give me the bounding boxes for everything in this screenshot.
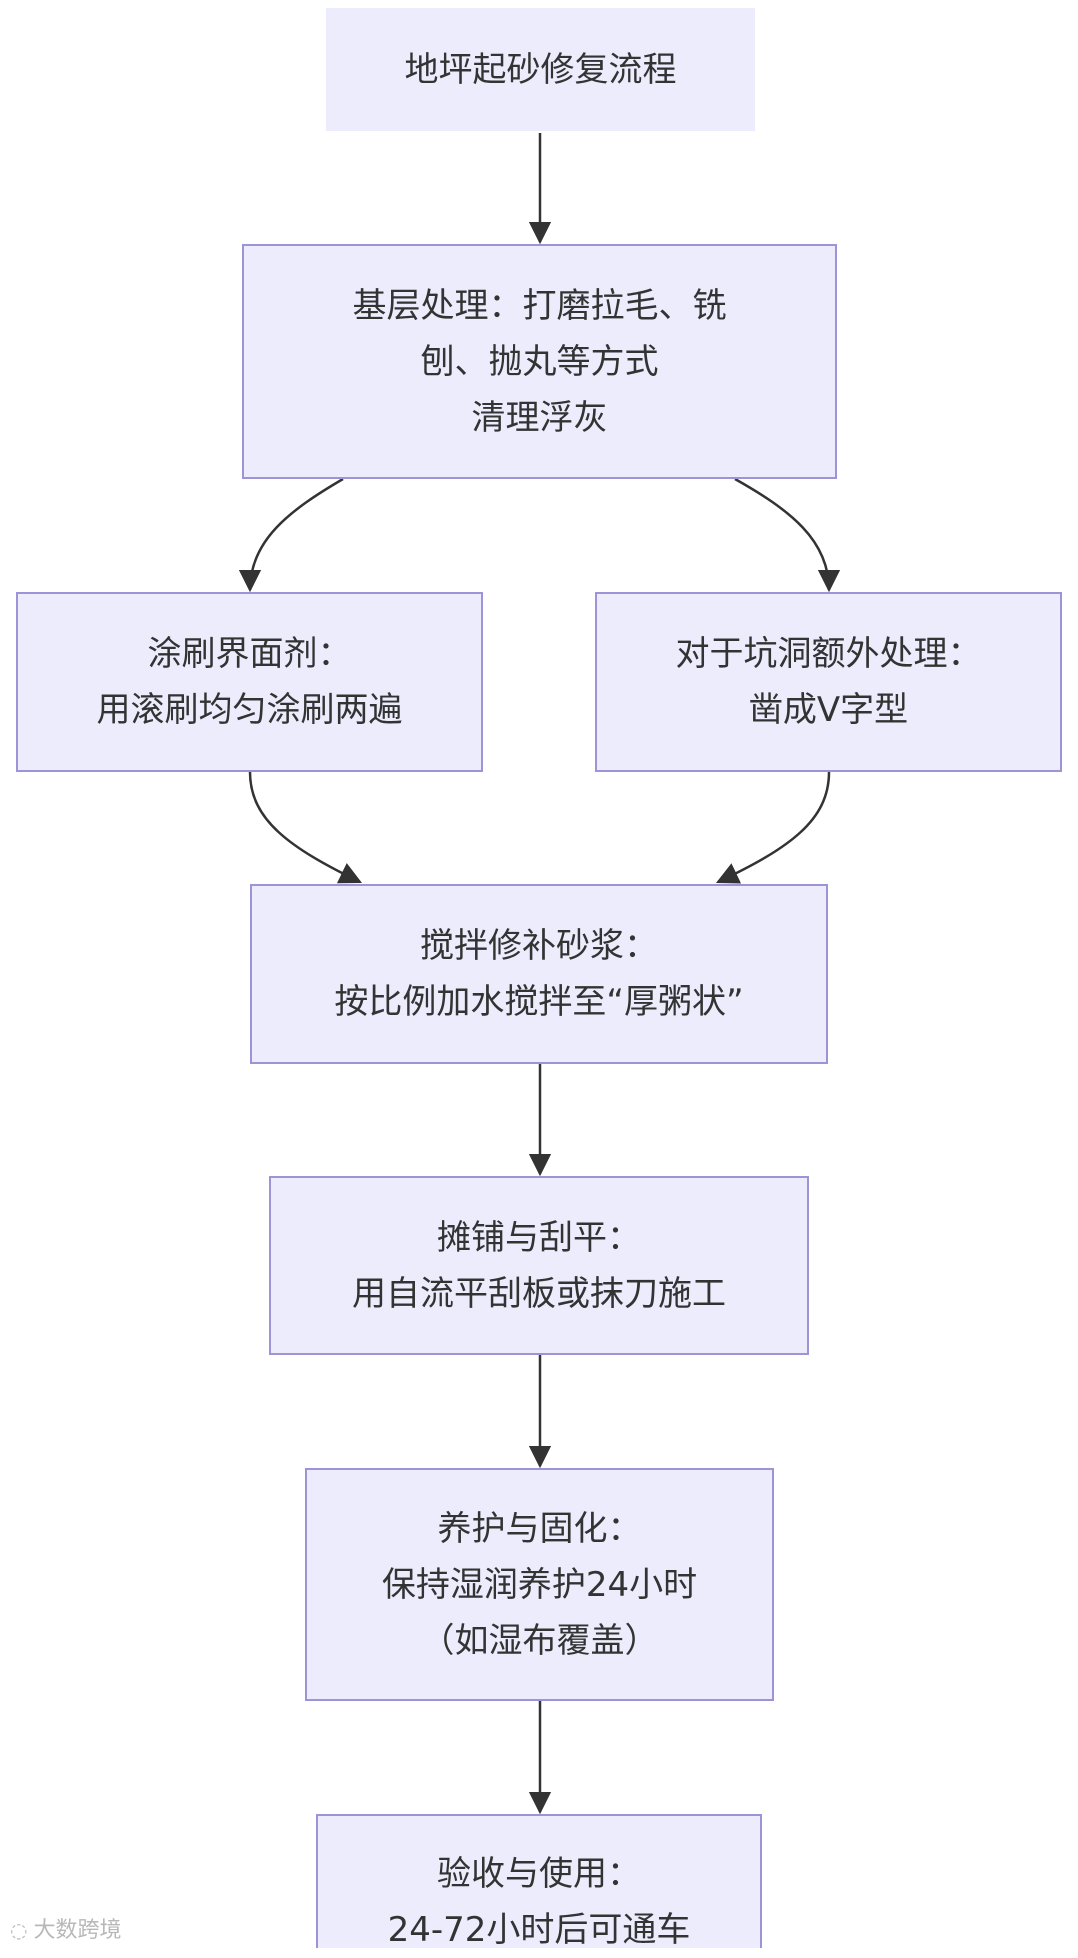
node-mix-line-1: 搅拌修补砂浆： — [420, 926, 658, 966]
node-accept-line-2: 24-72小时后可通车 — [387, 1910, 691, 1950]
node-start: 地坪起砂修复流程 — [326, 8, 755, 131]
node-cure-line-1: 养护与固化： — [437, 1508, 642, 1549]
node-primer-line-2: 用滚刷均匀涂刷两遍 — [96, 690, 403, 730]
node-accept-use: 验收与使用： 24-72小时后可通车 — [316, 1814, 762, 1950]
node-cure-line-3: （如湿布覆盖） — [420, 1620, 659, 1661]
edge-base-to-pits — [734, 477, 841, 593]
node-cure: 养护与固化： 保持湿润养护24小时 （如湿布覆盖） — [305, 1468, 774, 1701]
node-primer: 涂刷界面剂： 用滚刷均匀涂刷两遍 — [16, 592, 483, 772]
watermark-text: 大数跨境 — [33, 1918, 122, 1943]
node-base-line-2: 刨、抛丸等方式 — [420, 341, 659, 382]
watermark: ◌大数跨境 — [10, 1912, 121, 1944]
node-spread-line-2: 用自流平刮板或抹刀施工 — [352, 1273, 726, 1314]
node-mix-line-2: 按比例加水搅拌至“厚粥状” — [334, 982, 744, 1022]
node-base-line-1: 基层处理：打磨拉毛、铣 — [352, 285, 727, 326]
logo-icon: ◌ — [10, 1918, 28, 1942]
edge-base-to-primer — [238, 477, 344, 593]
node-spread-line-1: 摊铺与刮平： — [437, 1217, 641, 1258]
edge-primer-to-mix — [248, 771, 363, 884]
node-spread-level: 摊铺与刮平： 用自流平刮板或抹刀施工 — [269, 1176, 809, 1355]
node-pits: 对于坑洞额外处理： 凿成V字型 — [595, 592, 1062, 772]
node-cure-line-2: 保持湿润养护24小时 — [381, 1564, 698, 1605]
edge-pits-to-mix — [715, 771, 831, 884]
node-base-treatment: 基层处理：打磨拉毛、铣 刨、抛丸等方式 清理浮灰 — [242, 244, 837, 479]
node-primer-line-1: 涂刷界面剂： — [147, 634, 352, 674]
node-pits-line-2: 凿成V字型 — [748, 690, 909, 730]
node-mix-mortar: 搅拌修补砂浆： 按比例加水搅拌至“厚粥状” — [250, 884, 828, 1064]
node-base-line-3: 清理浮灰 — [471, 397, 608, 438]
node-accept-line-1: 验收与使用： — [437, 1854, 641, 1894]
node-pits-line-1: 对于坑洞额外处理： — [675, 634, 982, 674]
node-start-line-1: 地坪起砂修复流程 — [404, 49, 677, 90]
